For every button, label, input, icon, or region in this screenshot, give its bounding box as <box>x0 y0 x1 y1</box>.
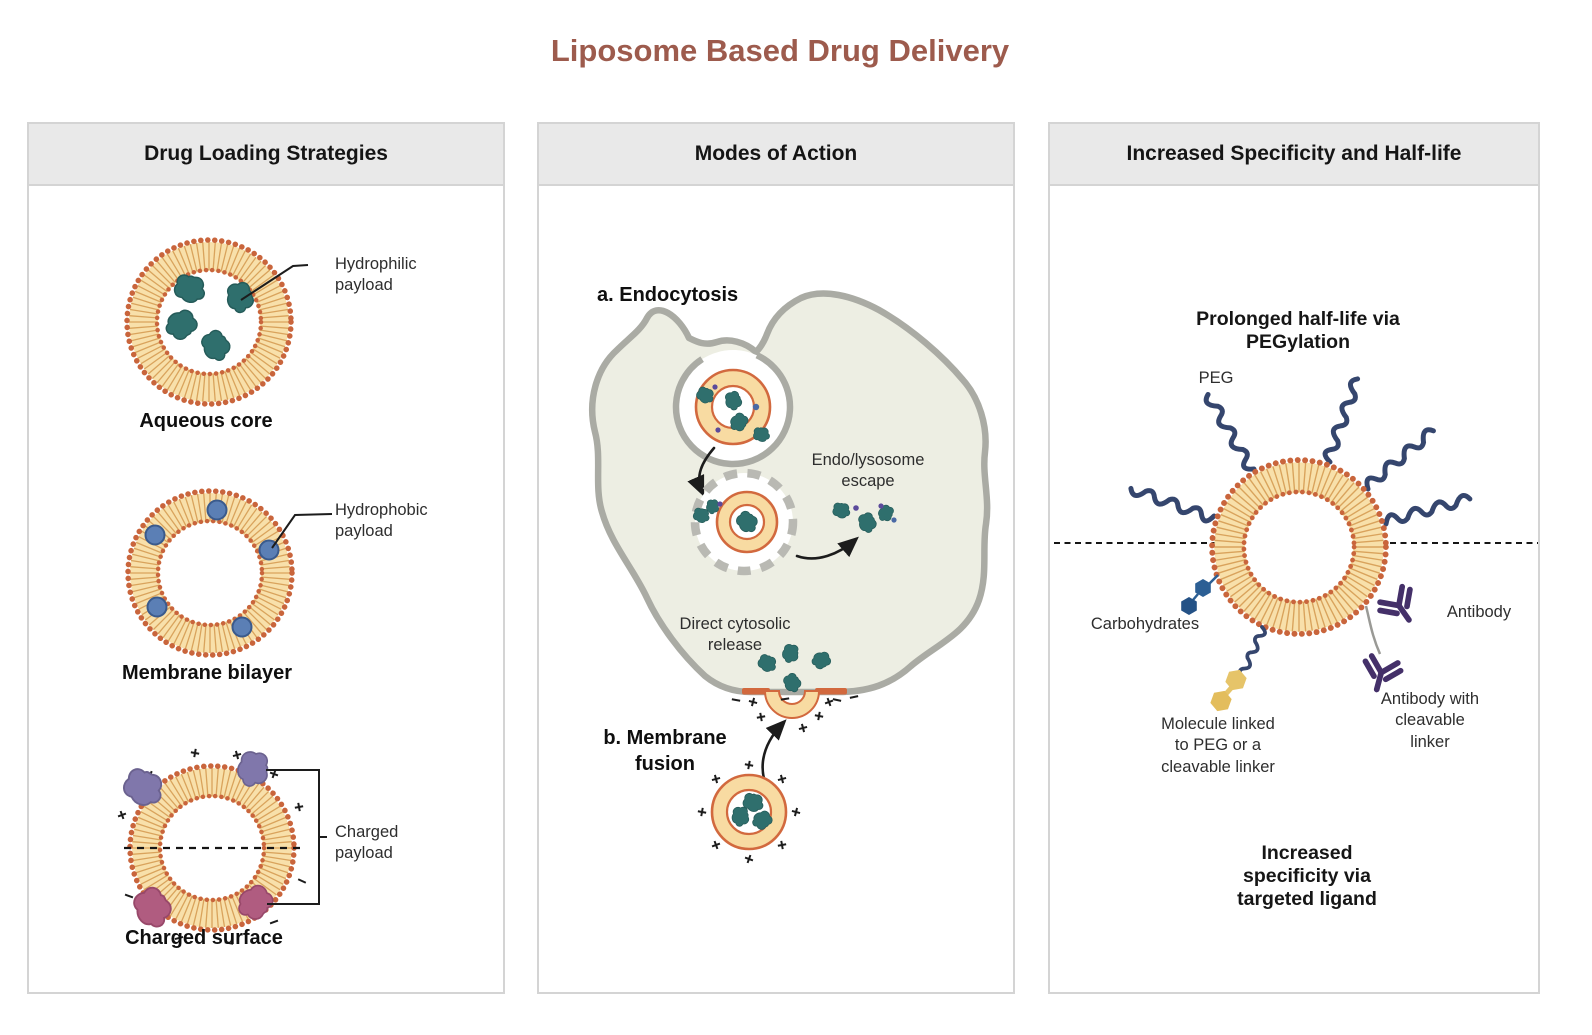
membrane-fusion-label: b. Membrane fusion <box>603 727 727 775</box>
carbohydrates-graphic <box>1181 574 1219 615</box>
hydrophobic-payload-label: Hydrophobic payload <box>335 501 428 541</box>
antibody-cleavable-label: Antibody with cleavable linker <box>1380 690 1480 751</box>
pegylated-liposome-graphic <box>1212 460 1386 634</box>
membrane-bilayer-label: Membrane bilayer <box>121 662 293 684</box>
panel-drug-loading-header: Drug Loading Strategies <box>29 124 503 186</box>
panel-modes-of-action-body: a. Endocytosis Endo/lysosome escape Dire… <box>539 186 1013 994</box>
panel-specificity-body: Prolonged half-life via PEGylation PEG C… <box>1050 186 1538 994</box>
panel-modes-of-action: Modes of Action <box>537 122 1015 994</box>
modes-of-action-graphics <box>589 290 991 866</box>
panel-specificity: Increased Specificity and Half-life <box>1048 122 1540 994</box>
endocytosis-arrow <box>687 446 716 497</box>
drug-loading-graphics <box>115 186 333 945</box>
panel-specificity-header: Increased Specificity and Half-life <box>1050 124 1538 186</box>
engulfed-liposome-graphic <box>693 368 772 446</box>
endo-lysosome-escape-label: Endo/lysosome escape <box>811 451 925 491</box>
targeted-ligand-caption: Increased specificity via targeted ligan… <box>1237 842 1377 910</box>
charged-payload-label: Charged payload <box>335 823 399 863</box>
antibody-label: Antibody <box>1446 603 1512 621</box>
linked-molecule-graphic <box>1208 624 1269 715</box>
hydrophilic-payload-label: Hydrophilic payload <box>335 255 417 295</box>
membrane-fusion-site <box>730 688 860 735</box>
direct-cytosolic-release-label: Direct cytosolic release <box>679 615 791 655</box>
charged-payload-bracket <box>266 769 327 905</box>
hydrophilic-pointer-line <box>240 264 309 301</box>
charged-surface-label: Charged surface <box>125 927 283 949</box>
panel-drug-loading: Drug Loading Strategies <box>27 122 505 994</box>
carbohydrates-label: Carbohydrates <box>1090 615 1200 633</box>
pegylation-caption: Prolonged half-life via PEGylation <box>1196 308 1400 353</box>
peg-label: PEG <box>1198 369 1234 387</box>
aqueous-core-label: Aqueous core <box>139 410 273 432</box>
antibody-cleavable-graphic <box>1359 605 1402 694</box>
panel-drug-loading-body: Hydrophilic payload Aqueous core Hydroph… <box>29 186 503 994</box>
escape-arrow <box>795 536 859 560</box>
hydrophobic-pointer-line <box>271 513 333 549</box>
panel-modes-of-action-header: Modes of Action <box>539 124 1013 186</box>
charged-surface-liposome-graphic <box>115 747 327 945</box>
page-title: Liposome Based Drug Delivery <box>550 33 1010 68</box>
escaped-payload-particles <box>831 500 897 536</box>
endosome-graphic <box>690 468 798 576</box>
specificity-graphics <box>1054 186 1538 715</box>
endocytosis-label: a. Endocytosis <box>597 284 739 306</box>
aqueous-core-liposome-graphic <box>127 240 309 404</box>
fusing-liposome-graphic <box>696 759 803 866</box>
membrane-bilayer-liposome-graphic <box>128 491 333 655</box>
antibody-icon <box>1376 584 1424 630</box>
linked-molecule-label: Molecule linked to PEG or a cleavable li… <box>1161 715 1275 776</box>
